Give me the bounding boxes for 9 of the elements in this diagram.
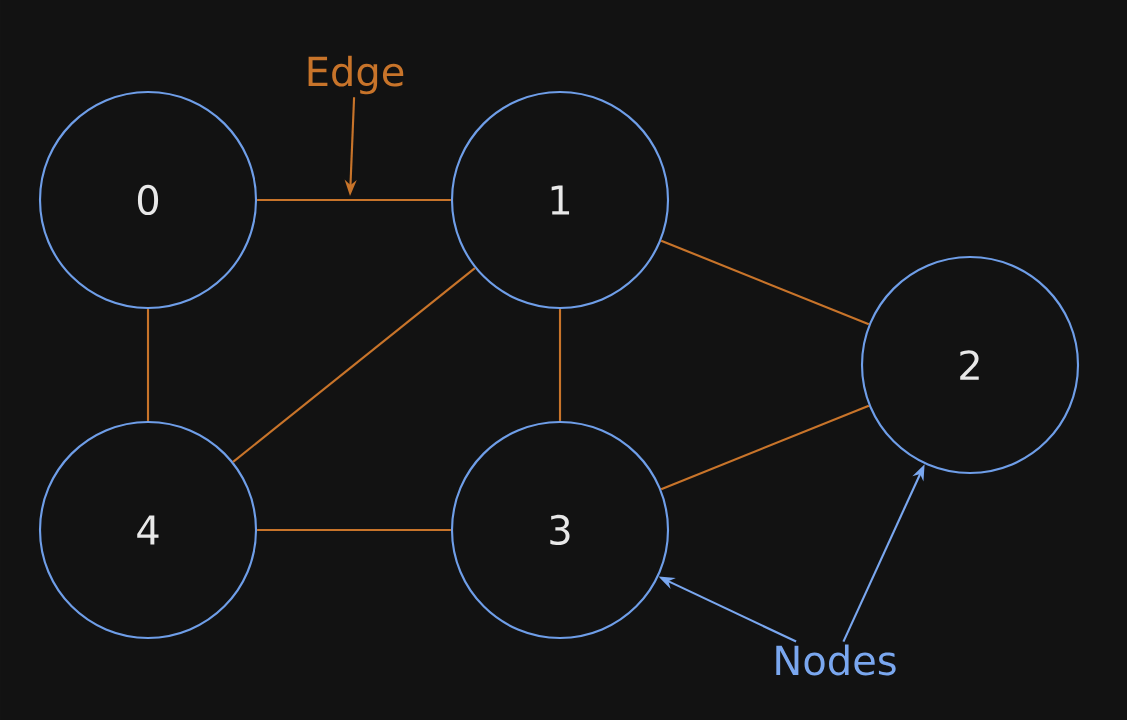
edge-line [660, 404, 870, 491]
edge-line [558, 309, 562, 421]
edge-line [257, 528, 451, 532]
edge-line [232, 267, 476, 463]
edge-line [146, 309, 150, 421]
edge-line [660, 239, 870, 326]
edge-line [257, 198, 451, 202]
callout-label: Edge [308, 55, 404, 95]
callout-label: Nodes [776, 644, 896, 676]
